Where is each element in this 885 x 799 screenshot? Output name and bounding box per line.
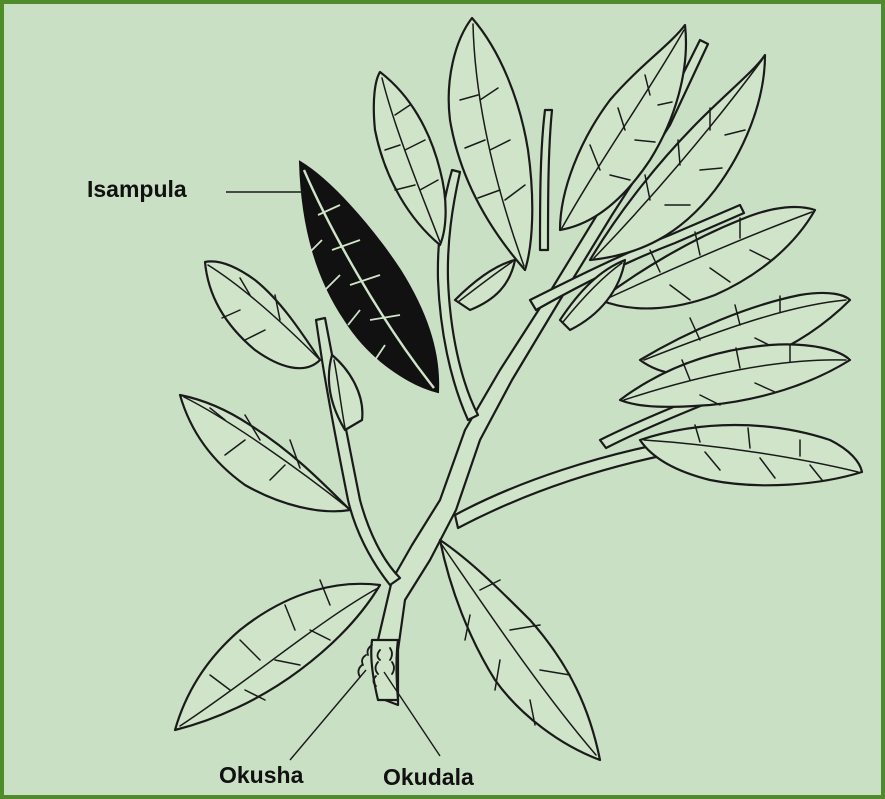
label-okudala: Okudala <box>383 764 474 790</box>
label-isampula: Isampula <box>87 176 187 202</box>
leaves <box>175 18 862 760</box>
label-okusha: Okusha <box>219 762 304 788</box>
